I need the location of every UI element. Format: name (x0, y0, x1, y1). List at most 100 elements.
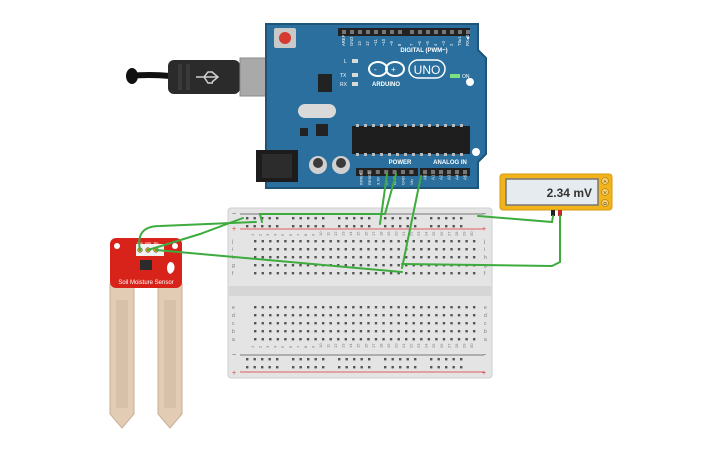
breadboard-hole[interactable] (405, 330, 408, 333)
rail-hole[interactable] (360, 366, 363, 369)
digital-pin-6[interactable] (390, 30, 394, 34)
digital-pin-8[interactable] (410, 30, 414, 34)
digital-pin-14[interactable] (458, 30, 462, 34)
rail-hole[interactable] (452, 366, 455, 369)
rail-hole[interactable] (292, 217, 295, 220)
breadboard-hole[interactable] (450, 314, 453, 317)
breadboard-hole[interactable] (427, 338, 431, 341)
breadboard-hole[interactable] (352, 322, 355, 325)
rail-hole[interactable] (261, 358, 264, 361)
rail-hole[interactable] (322, 366, 325, 369)
breadboard-hole[interactable] (261, 256, 264, 259)
breadboard-hole[interactable] (359, 314, 363, 317)
breadboard-hole[interactable] (344, 248, 347, 251)
rail-hole[interactable] (338, 225, 341, 228)
breadboard-hole[interactable] (329, 330, 332, 333)
breadboard-hole[interactable] (291, 338, 295, 341)
breadboard-hole[interactable] (442, 248, 446, 251)
breadboard-hole[interactable] (405, 272, 408, 275)
breadboard-hole[interactable] (337, 314, 340, 317)
breadboard-hole[interactable] (382, 272, 385, 275)
breadboard-hole[interactable] (314, 256, 317, 259)
digital-pin-7[interactable] (398, 30, 402, 34)
breadboard-hole[interactable] (442, 240, 446, 243)
breadboard-hole[interactable] (352, 272, 355, 275)
rail-hole[interactable] (322, 358, 325, 361)
breadboard-hole[interactable] (314, 322, 317, 325)
breadboard-hole[interactable] (337, 248, 340, 251)
breadboard-hole[interactable] (276, 338, 280, 341)
analog-pin-1[interactable] (431, 170, 435, 174)
breadboard-hole[interactable] (306, 322, 310, 325)
breadboard-hole[interactable] (344, 264, 347, 267)
breadboard-hole[interactable] (442, 272, 446, 275)
rail-hole[interactable] (391, 358, 394, 361)
breadboard-hole[interactable] (314, 272, 317, 275)
breadboard-hole[interactable] (269, 264, 272, 267)
rail-hole[interactable] (368, 358, 371, 361)
rail-hole[interactable] (299, 217, 302, 220)
breadboard-hole[interactable] (352, 330, 355, 333)
rail-hole[interactable] (353, 366, 356, 369)
breadboard-hole[interactable] (344, 322, 347, 325)
breadboard-hole[interactable] (435, 306, 438, 309)
probe-terminal-black[interactable] (551, 210, 555, 216)
breadboard-hole[interactable] (269, 314, 272, 317)
rail-hole[interactable] (276, 217, 279, 220)
digital-pin-10[interactable] (426, 30, 430, 34)
breadboard-hole[interactable] (321, 330, 325, 333)
breadboard-hole[interactable] (344, 240, 347, 243)
analog-pin-2[interactable] (439, 170, 443, 174)
breadboard-hole[interactable] (382, 322, 385, 325)
breadboard-hole[interactable] (382, 256, 385, 259)
breadboard-hole[interactable] (329, 240, 332, 243)
breadboard-hole[interactable] (367, 322, 370, 325)
breadboard-hole[interactable] (405, 256, 408, 259)
breadboard-hole[interactable] (435, 256, 438, 259)
breadboard-hole[interactable] (261, 272, 264, 275)
breadboard-hole[interactable] (465, 272, 468, 275)
rail-hole[interactable] (299, 366, 302, 369)
breadboard-hole[interactable] (299, 248, 302, 251)
breadboard-hole[interactable] (299, 272, 302, 275)
rail-hole[interactable] (360, 225, 363, 228)
breadboard-hole[interactable] (329, 248, 332, 251)
rail-hole[interactable] (360, 217, 363, 220)
breadboard-hole[interactable] (306, 256, 310, 259)
rail-hole[interactable] (391, 366, 394, 369)
breadboard-hole[interactable] (337, 338, 340, 341)
breadboard-hole[interactable] (367, 264, 370, 267)
breadboard-hole[interactable] (359, 248, 363, 251)
breadboard-hole[interactable] (472, 256, 476, 259)
wire-sensor-vcc[interactable] (138, 221, 257, 251)
breadboard-hole[interactable] (472, 248, 476, 251)
breadboard-hole[interactable] (442, 256, 446, 259)
breadboard-hole[interactable] (427, 322, 431, 325)
breadboard-hole[interactable] (329, 322, 332, 325)
breadboard-hole[interactable] (359, 306, 363, 309)
rail-hole[interactable] (276, 225, 279, 228)
breadboard-hole[interactable] (442, 338, 446, 341)
breadboard-hole[interactable] (261, 248, 264, 251)
breadboard-hole[interactable] (321, 314, 325, 317)
breadboard-hole[interactable] (269, 248, 272, 251)
breadboard-hole[interactable] (457, 306, 461, 309)
rail-hole[interactable] (322, 217, 325, 220)
breadboard-hole[interactable] (367, 248, 370, 251)
breadboard-hole[interactable] (412, 322, 415, 325)
breadboard-hole[interactable] (314, 330, 317, 333)
rail-hole[interactable] (345, 217, 348, 220)
rail-hole[interactable] (460, 225, 463, 228)
breadboard-hole[interactable] (367, 256, 370, 259)
breadboard-hole[interactable] (472, 338, 476, 341)
breadboard-hole[interactable] (299, 240, 302, 243)
breadboard-hole[interactable] (465, 330, 468, 333)
rail-hole[interactable] (345, 225, 348, 228)
breadboard-hole[interactable] (337, 322, 340, 325)
breadboard-hole[interactable] (427, 240, 431, 243)
breadboard-hole[interactable] (457, 322, 461, 325)
rail-hole[interactable] (460, 217, 463, 220)
breadboard-hole[interactable] (397, 248, 400, 251)
breadboard-hole[interactable] (352, 264, 355, 267)
breadboard-hole[interactable] (382, 330, 385, 333)
